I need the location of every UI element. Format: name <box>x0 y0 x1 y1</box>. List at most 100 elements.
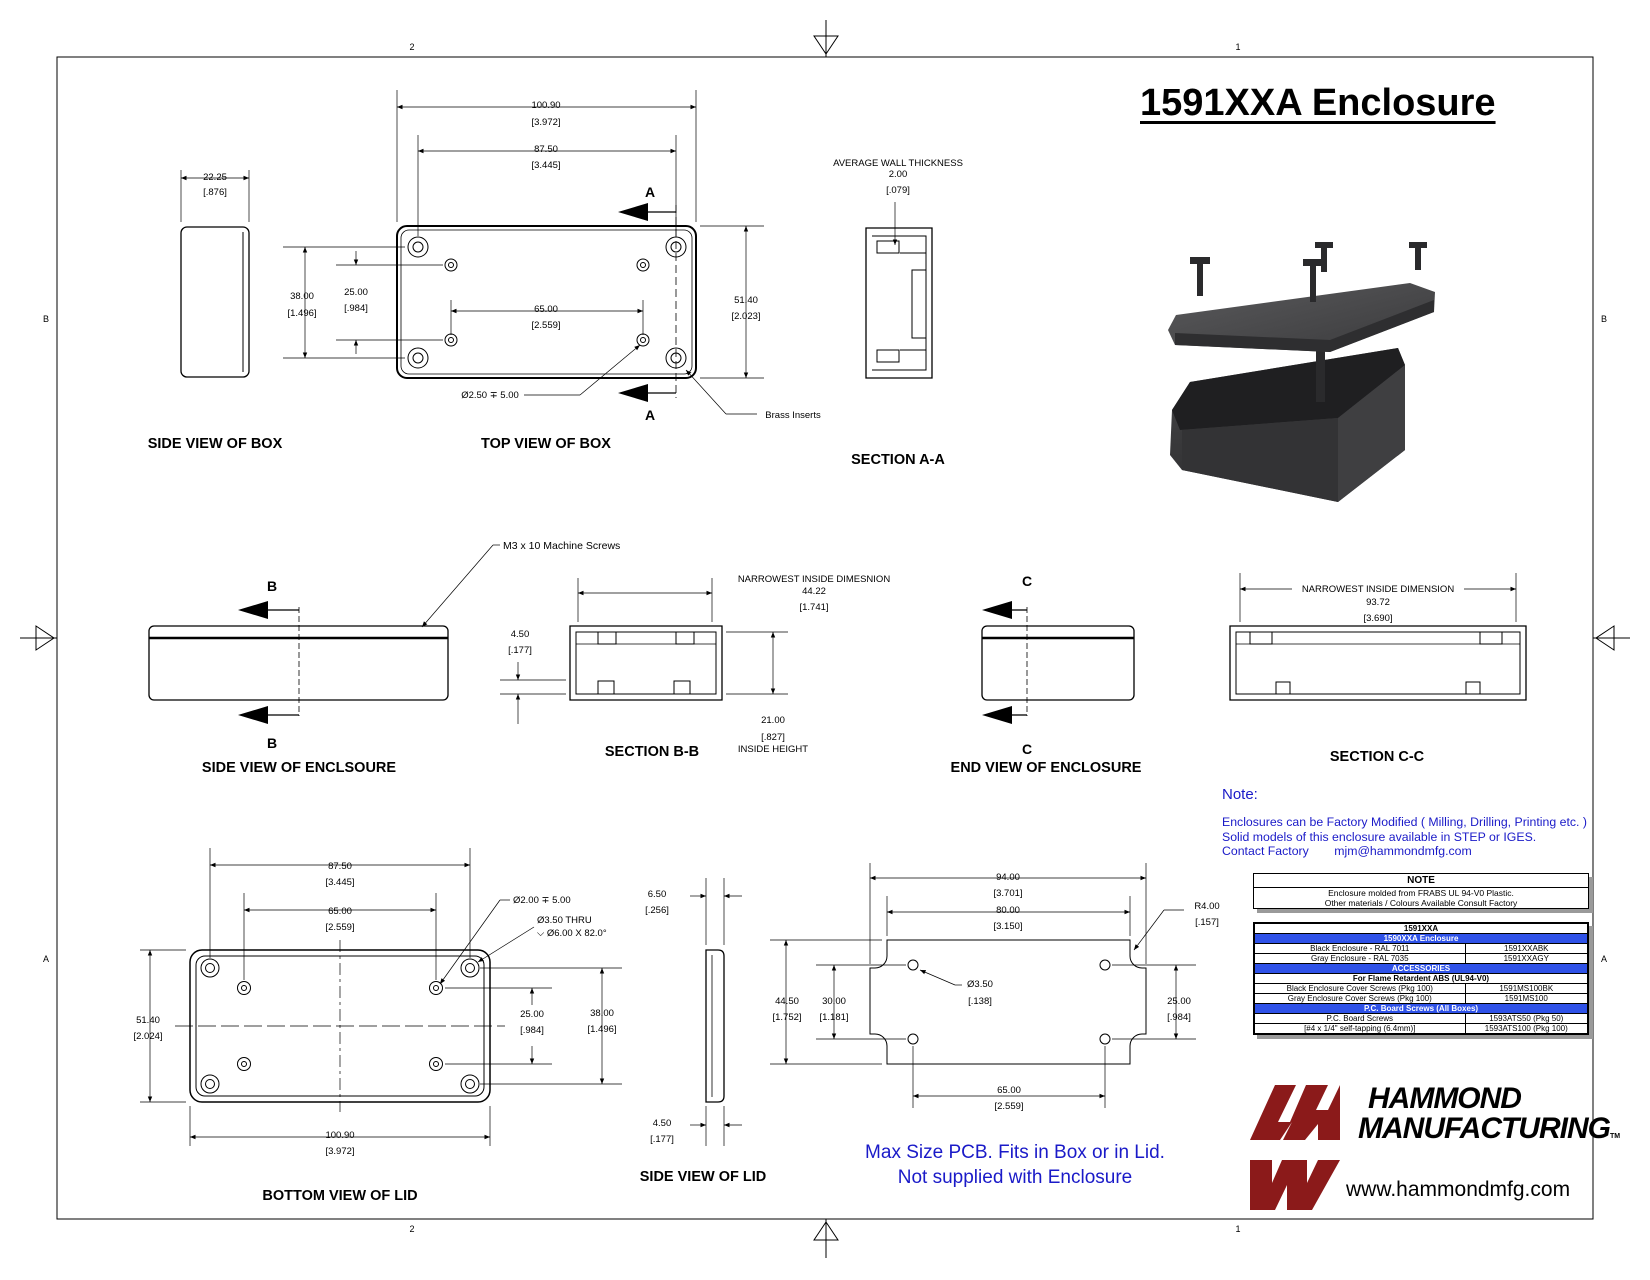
svl-caption: SIDE VIEW OF LID <box>640 1169 766 1185</box>
pcb-d4-in: [1.181] <box>819 1012 848 1023</box>
pcb-hole-in: [.138] <box>968 996 992 1007</box>
section-aa: AVERAGE WALL THICKNESS 2.00 [.079] SECTI… <box>833 158 963 468</box>
saa-wall-label: AVERAGE WALL THICKNESS <box>833 158 963 169</box>
saa-wall-in: [.079] <box>886 185 910 196</box>
pcb-d5: 25.00 <box>1167 996 1191 1007</box>
spec-cell: 1591XXAGY <box>1464 953 1589 964</box>
scc-narrow: 93.72 <box>1366 597 1390 608</box>
spec-cell: Gray Enclosure Cover Screws (Pkg 100) <box>1254 993 1466 1004</box>
grid-labels: 2 1 2 1 B A B A <box>43 42 1607 1234</box>
pcb-d6: 65.00 <box>997 1085 1021 1096</box>
side-box-caption: SIDE VIEW OF BOX <box>148 436 283 452</box>
spec-section-pcb-screws: P.C. Board Screws (All Boxes) <box>1254 1003 1588 1014</box>
table-row: Black Enclosure Cover Screws (Pkg 100)15… <box>1254 983 1589 994</box>
note-heading: Note: <box>1222 786 1258 803</box>
sec-a-top: A <box>645 184 655 200</box>
side-box-dim: 22.25 <box>203 172 227 183</box>
spec-cell: Black Enclosure Cover Screws (Pkg 100) <box>1254 983 1466 994</box>
spec-section-accessories: ACCESSORIES <box>1254 963 1588 974</box>
sec-c-bottom: C <box>1022 741 1032 757</box>
note-line-3: Contact Factory mjm@hammondmfg.com <box>1222 844 1587 859</box>
spec-subheading: For Flame Retardent ABS (UL94-V0) <box>1254 973 1588 984</box>
hammond-logo-mark <box>1250 1085 1340 1210</box>
top-view-of-box: 100.90 [3.972] 87.50 [3.445] 38.00 [1.49… <box>283 90 821 452</box>
drawing-title: 1591XXA Enclosure <box>1140 82 1496 124</box>
bvl-d4: 25.00 <box>520 1009 544 1020</box>
grid-bottom-left: 2 <box>409 1224 414 1234</box>
note-text: Enclosures can be Factory Modified ( Mil… <box>1222 815 1587 859</box>
grid-right-lower: A <box>1601 954 1607 964</box>
pcb-d4: 30.00 <box>822 996 846 1007</box>
sec-c-top: C <box>1022 573 1032 589</box>
bvl-hole1: Ø2.00 ∓ 5.00 <box>513 895 571 906</box>
spec-cell: Black Enclosure - RAL 7011 <box>1254 943 1466 954</box>
grid-left-upper: B <box>43 314 49 324</box>
sbb-height-label: INSIDE HEIGHT <box>738 744 808 755</box>
bvl-hole3: ⌵ Ø6.00 X 82.0° <box>537 928 607 939</box>
contact-email-link[interactable]: mjm@hammondmfg.com <box>1334 844 1472 858</box>
bvl-d5-in: [1.496] <box>587 1024 616 1035</box>
saa-wall: 2.00 <box>889 169 908 180</box>
tvb-d1: 100.90 <box>531 100 560 111</box>
bvl-d2: 65.00 <box>328 906 352 917</box>
spec-cell: [#4 x 1/4" self-tapping (6.4mm)] <box>1254 1023 1466 1034</box>
sbb-lip-in: [.177] <box>508 645 532 656</box>
tvb-d1-in: [3.972] <box>531 117 560 128</box>
sbb-narrow-in: [1.741] <box>799 602 828 613</box>
enclosure-3d-render <box>1168 242 1435 502</box>
ev-caption: END VIEW OF ENCLOSURE <box>951 760 1142 776</box>
bvl-d2-in: [2.559] <box>325 922 354 933</box>
spec-cell: 1591MS100 <box>1464 993 1589 1004</box>
note-line-1: Enclosures can be Factory Modified ( Mil… <box>1222 815 1587 829</box>
sheet-border <box>20 20 1630 1258</box>
tvb-d3-in: [1.496] <box>287 308 316 319</box>
website-url[interactable]: www.hammondmfg.com <box>1346 1178 1571 1201</box>
pcb-hole: Ø3.50 <box>967 979 993 990</box>
pcb-radius: R4.00 <box>1194 901 1219 912</box>
tvb-d6-in: [2.023] <box>731 311 760 322</box>
section-bb: NARROWEST INSIDE DIMESNION 44.22 [1.741]… <box>500 574 890 760</box>
pcb-d1-in: [3.701] <box>993 888 1022 899</box>
spec-section-enclosure: 1590XXA Enclosure <box>1254 933 1588 944</box>
sbb-caption: SECTION B-B <box>605 744 699 760</box>
pcb-note: Max Size PCB. Fits in Box or in Lid. Not… <box>800 1140 1230 1190</box>
tvb-d5-in: [2.559] <box>531 320 560 331</box>
sbb-lip: 4.50 <box>511 629 530 640</box>
tvb-d6: 51.40 <box>734 295 758 306</box>
brand-name: HAMMOND MANUFACTURINGTM <box>1358 1084 1620 1152</box>
note-box-line-1: Enclosure molded from FRABS UL 94-V0 Pla… <box>1328 888 1514 898</box>
sec-b-top: B <box>267 578 277 594</box>
svl-d1: 6.50 <box>648 889 667 900</box>
tvb-d3: 38.00 <box>290 291 314 302</box>
spec-cell: Gray Enclosure - RAL 7035 <box>1254 953 1466 964</box>
brand-line-2: MANUFACTURINGTM <box>1358 1114 1620 1152</box>
tvb-hole: Ø2.50 ∓ 5.00 <box>461 390 519 401</box>
pcb-note-line-2: Not supplied with Enclosure <box>897 1167 1133 1188</box>
bvl-d5: 38.00 <box>590 1008 614 1019</box>
side-view-of-lid: 6.50 [.256] 4.50 [.177] SIDE VIEW OF LID <box>640 878 766 1185</box>
note-box-heading: NOTE <box>1254 874 1588 888</box>
pcb-d3: 44.50 <box>775 996 799 1007</box>
brand-line-2-text: MANUFACTURING <box>1358 1112 1611 1145</box>
table-row: [#4 x 1/4" self-tapping (6.4mm)]1593ATS1… <box>1254 1023 1589 1034</box>
end-view-of-enclosure: C C END VIEW OF ENCLOSURE <box>951 573 1142 776</box>
pcb-d6-in: [2.559] <box>994 1101 1023 1112</box>
bottom-view-of-lid: 87.50 [3.445] 65.00 [2.559] 51.40 [2.024… <box>133 848 622 1204</box>
bvl-d3: 51.40 <box>136 1015 160 1026</box>
sve-caption: SIDE VIEW OF ENCLSOURE <box>202 760 396 776</box>
note-box: NOTE Enclosure molded from FRABS UL 94-V… <box>1253 873 1589 909</box>
bvl-d6-in: [3.972] <box>325 1146 354 1157</box>
bvl-d4-in: [.984] <box>520 1025 544 1036</box>
sbb-narrow-label: NARROWEST INSIDE DIMESNION <box>738 574 891 585</box>
note-line-2: Solid models of this enclosure available… <box>1222 829 1537 844</box>
spec-heading: 1591XXA <box>1254 923 1588 934</box>
side-view-of-enclosure: M3 x 10 Machine Screws B B SIDE VIEW OF … <box>148 540 620 776</box>
grid-top-left: 2 <box>409 42 414 52</box>
sec-a-bottom: A <box>645 407 655 423</box>
spec-cell: 1593ATS50 (Pkg 50) <box>1464 1013 1589 1024</box>
grid-left-lower: A <box>43 954 49 964</box>
bvl-d6: 100.90 <box>325 1130 354 1141</box>
sbb-height-in: [.827] <box>761 732 785 743</box>
pcb-d2-in: [3.150] <box>993 921 1022 932</box>
